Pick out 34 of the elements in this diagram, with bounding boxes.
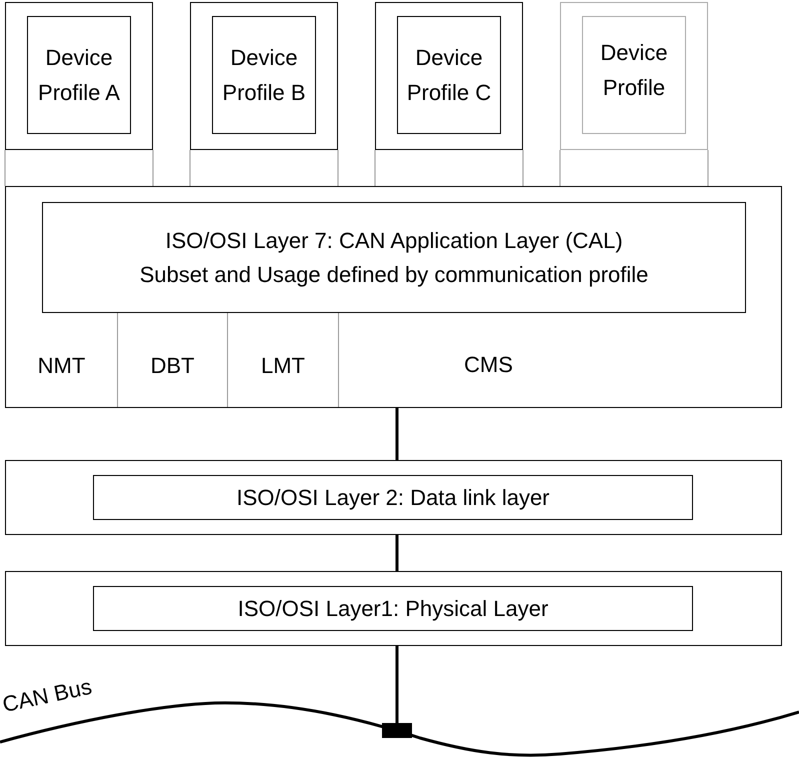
- profile-frame: [375, 2, 523, 150]
- connector-line: [522, 150, 524, 186]
- bus-label: CAN Bus: [0, 672, 94, 720]
- box-label: LMT: [261, 352, 305, 380]
- connector-line: [152, 150, 154, 186]
- layer-panel: [5, 460, 782, 535]
- layer-text: Subset and Usage defined by communication profile: [140, 260, 648, 289]
- layer-text: ISO/OSI Layer 7: CAN Application Layer (CAL): [165, 226, 623, 255]
- bus-tap-line: [382, 646, 412, 738]
- profile-box: [397, 16, 501, 134]
- box-label: NMT: [38, 352, 86, 380]
- connector-line: [396, 408, 398, 460]
- layer-box: [42, 202, 746, 313]
- box-label: ISO/OSI Layer1: Physical Layer: [238, 594, 548, 623]
- layer-panel: [5, 571, 782, 646]
- connector-line: [4, 150, 6, 186]
- box-label: Device Profile C: [406, 44, 492, 107]
- layer-box: [93, 586, 693, 631]
- layer-box: [93, 475, 693, 520]
- profile-frame: [5, 2, 153, 150]
- layer-panel: [5, 186, 782, 408]
- profile-box: [212, 16, 316, 134]
- profile-frame: [560, 2, 708, 150]
- connector-line: [396, 535, 398, 571]
- box-label: Device Profile B: [221, 44, 307, 107]
- box-label: Device Profile: [599, 39, 669, 102]
- connector-line: [374, 150, 376, 186]
- box-label: DBT: [150, 352, 194, 380]
- profile-box: [582, 16, 686, 134]
- box-label: CMS: [464, 351, 513, 379]
- box-label: ISO/OSI Layer 2: Data link layer: [236, 484, 550, 512]
- profile-frame: [190, 2, 338, 150]
- box-label: Device Profile A: [37, 44, 121, 107]
- profile-box: [27, 16, 131, 134]
